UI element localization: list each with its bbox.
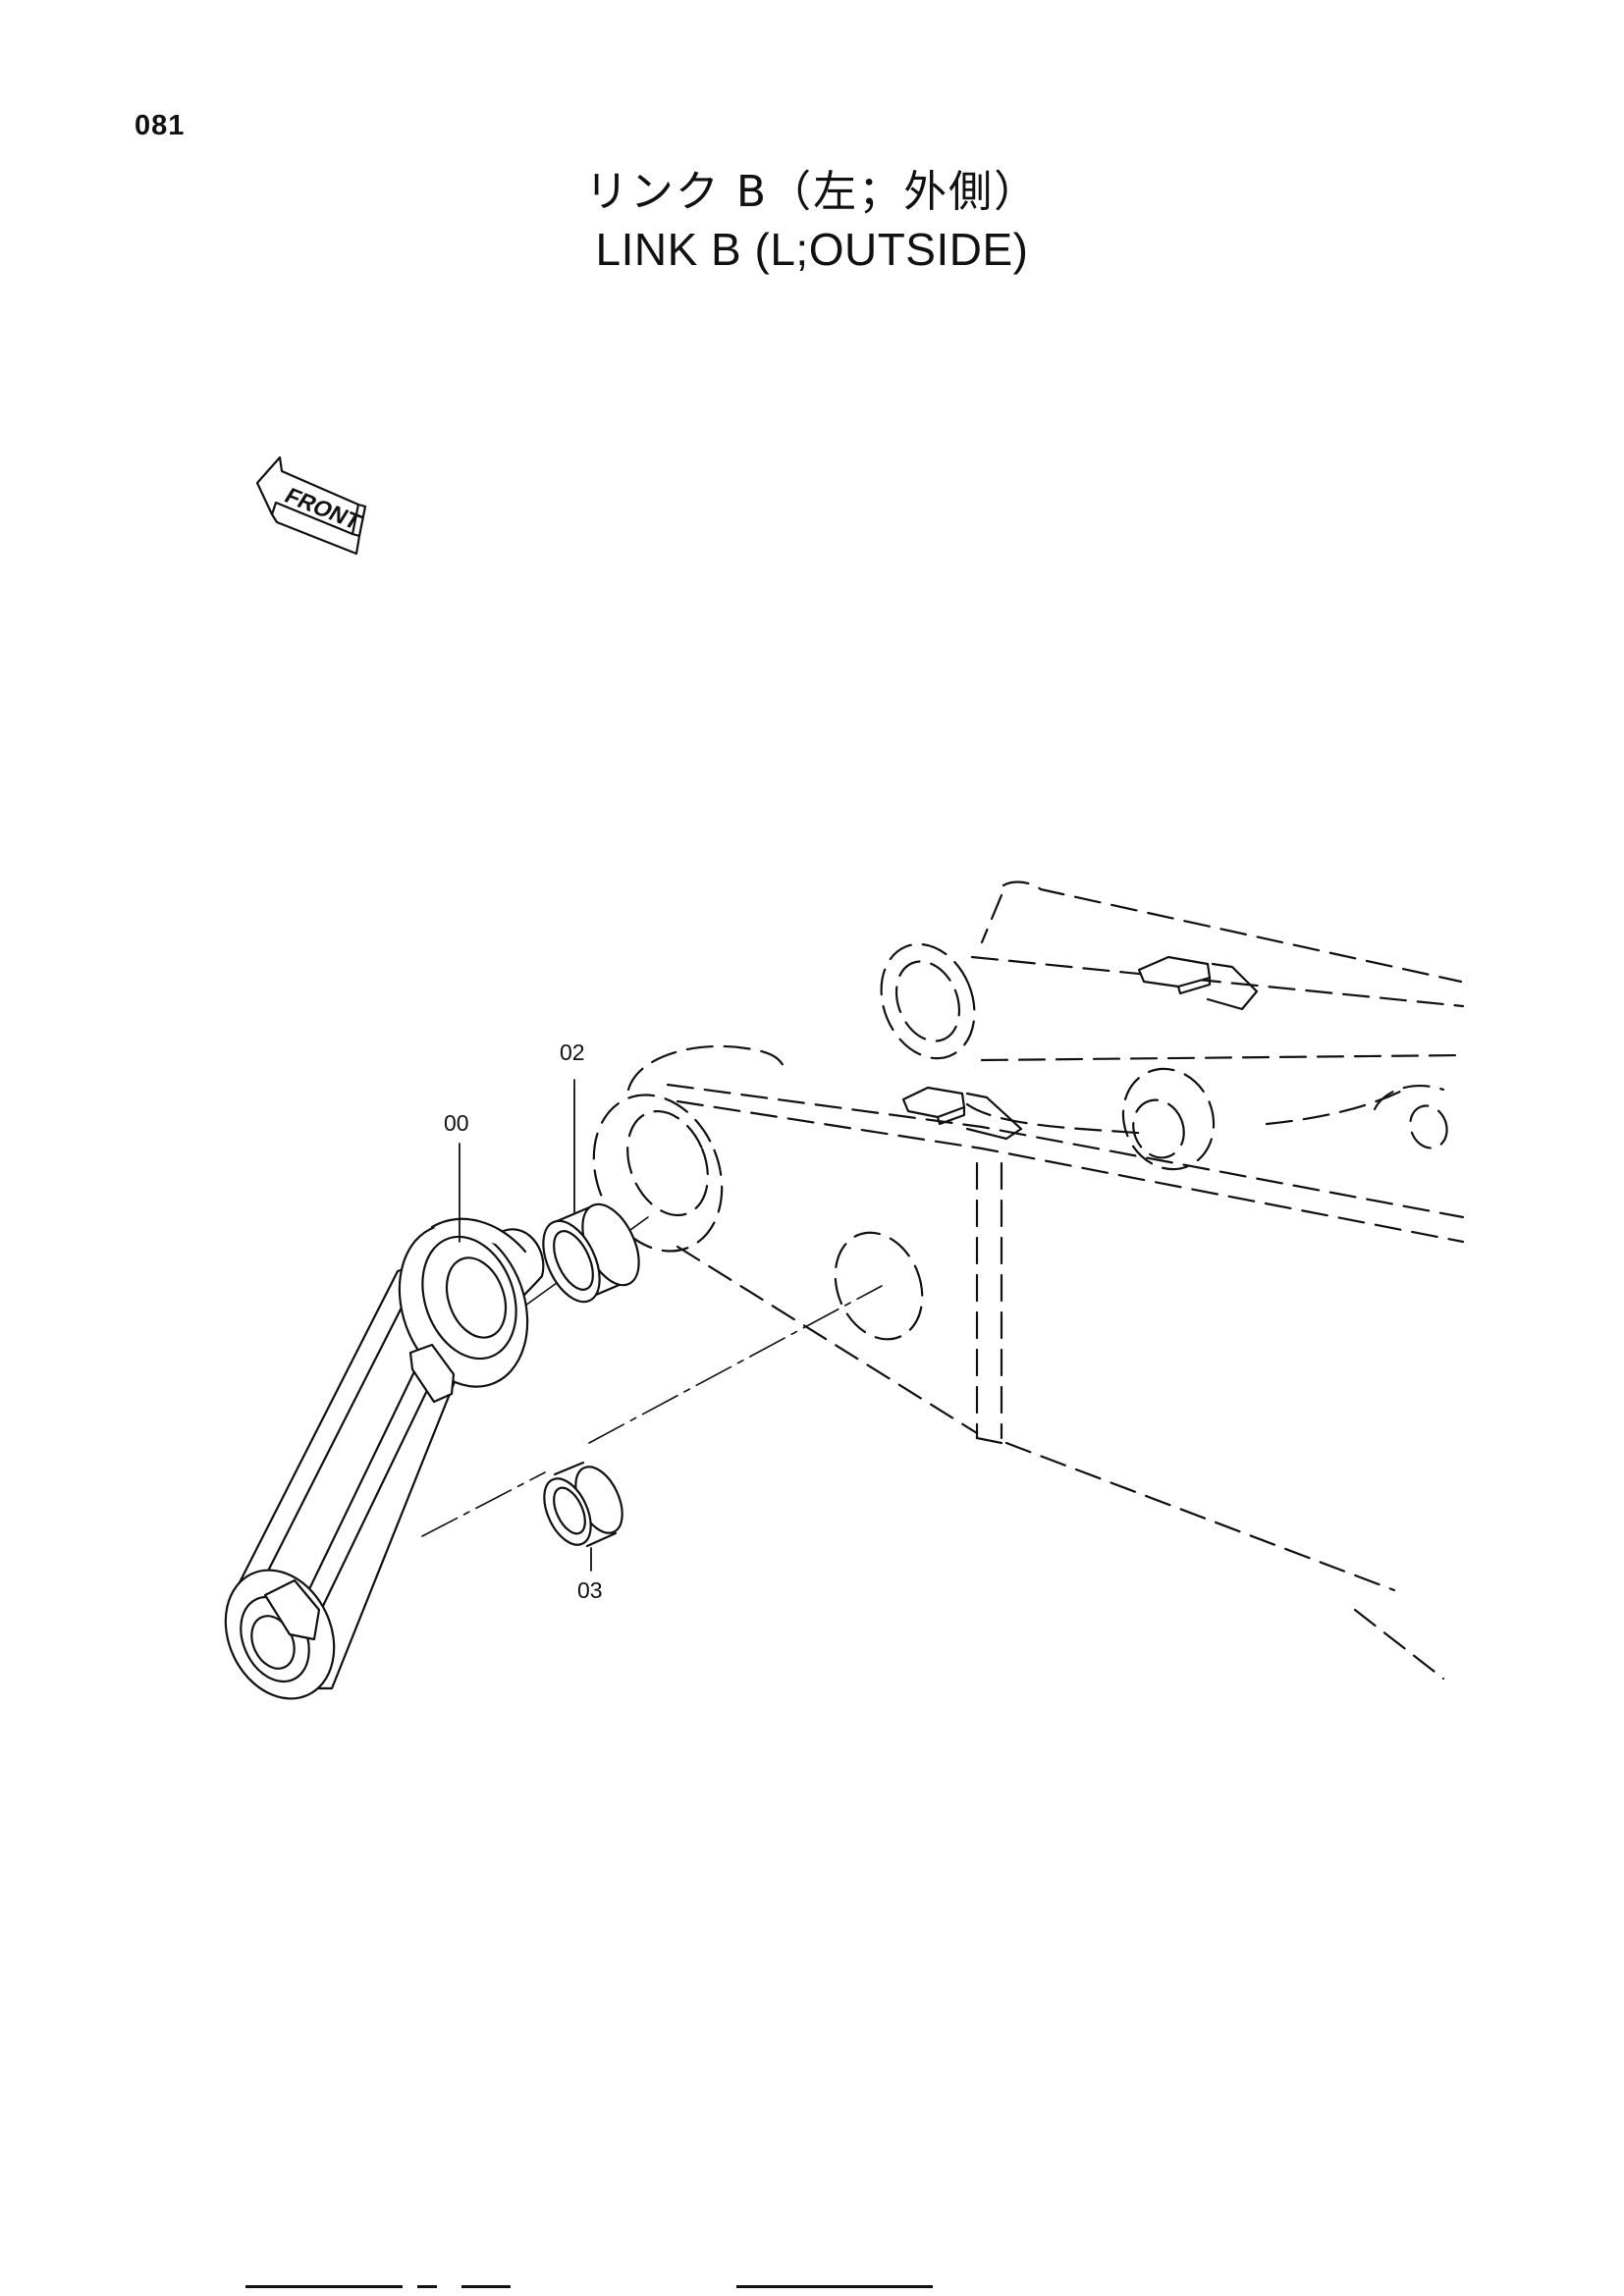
callout-00: 00 <box>444 1110 469 1136</box>
boom-lug-detail <box>901 955 1259 1141</box>
bushing-03 <box>543 1461 623 1548</box>
bottom-edge-rule <box>736 2285 933 2288</box>
callout-03: 03 <box>577 1577 603 1603</box>
title-japanese: リンク B（左；外側） <box>584 167 1040 217</box>
leader-lines <box>459 1079 592 1572</box>
link-b-part <box>224 1217 545 1700</box>
boom-phantom-outline <box>592 881 1465 1681</box>
bottom-edge-rule <box>417 2285 437 2288</box>
bottom-edge-rule <box>461 2285 511 2288</box>
page-number: 081 <box>135 110 186 141</box>
bushing-02 <box>542 1202 640 1304</box>
front-arrow-icon: FRONT <box>255 455 367 556</box>
title-english: LINK B (L;OUTSIDE) <box>595 224 1029 275</box>
callout-02: 02 <box>560 1040 585 1065</box>
title-block: リンク B（左；外側） LINK B (L;OUTSIDE) <box>0 165 1624 279</box>
bottom-edge-rule <box>245 2285 403 2288</box>
